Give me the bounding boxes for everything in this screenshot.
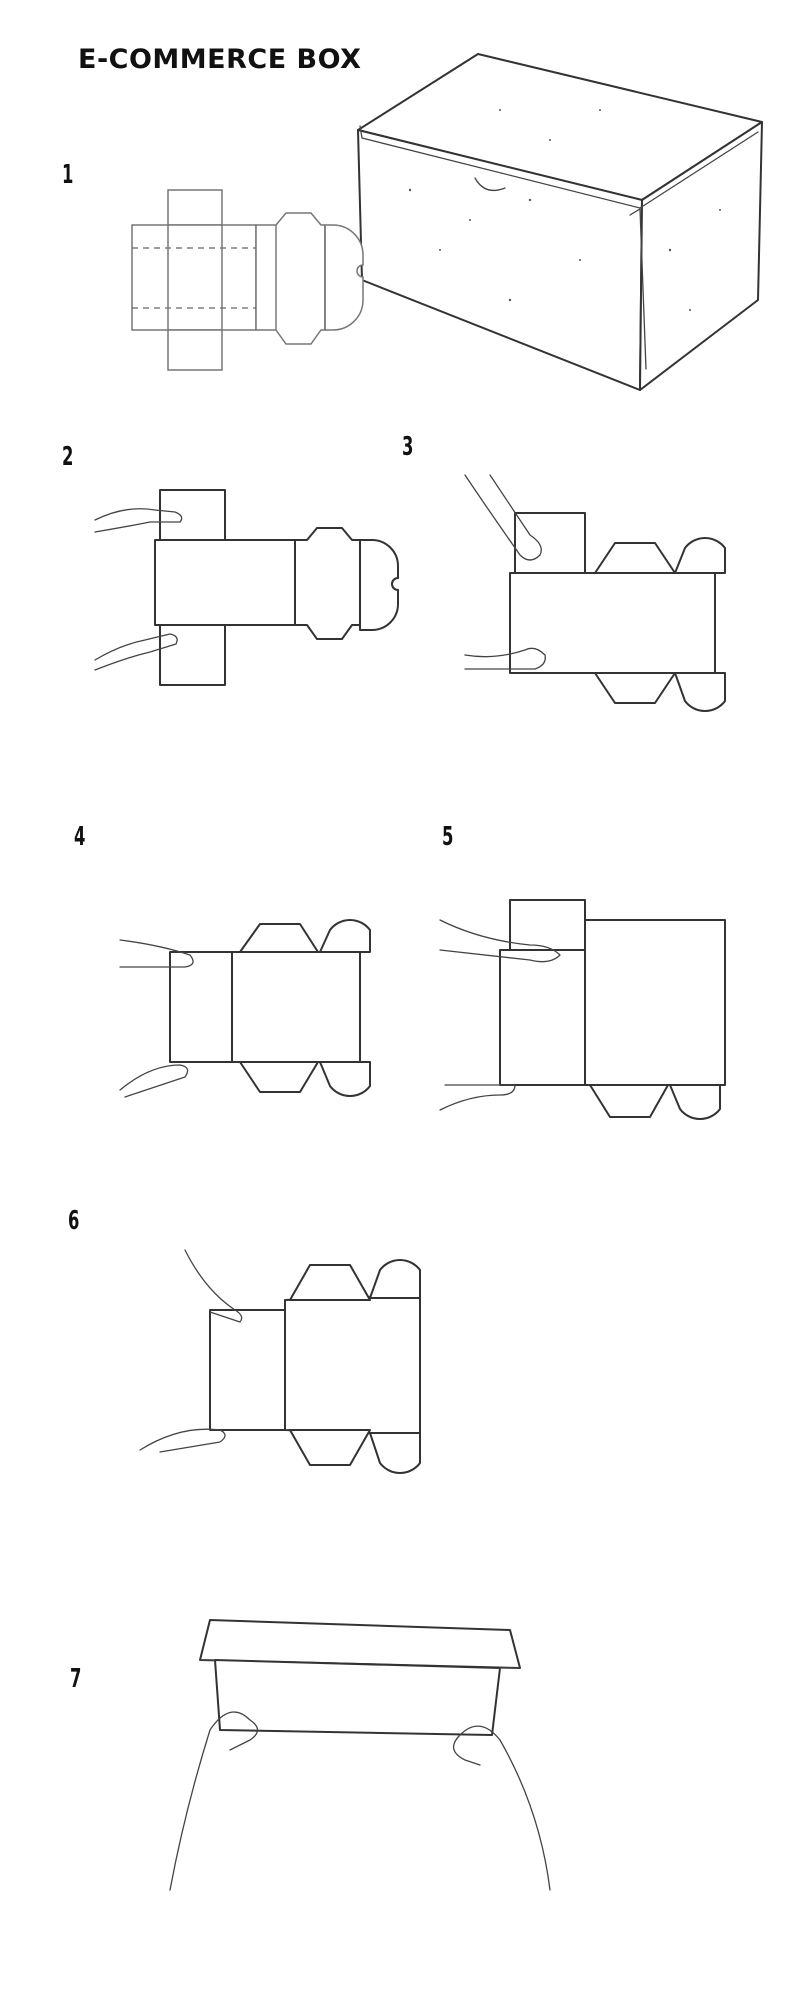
step-4-illustration [119, 919, 371, 1098]
step-4-number: 4 [74, 822, 86, 852]
step-2-number: 2 [62, 442, 74, 472]
step-5-illustration [439, 899, 726, 1120]
step-2-illustration [94, 489, 399, 686]
step-6-number: 6 [68, 1206, 80, 1236]
step-1-flat-blank-illustration [131, 189, 364, 371]
closed-box-illustration [357, 53, 763, 391]
step-1-number: 1 [62, 160, 74, 190]
step-3-illustration [464, 474, 726, 712]
step-7-assembled-box-illustration [169, 1619, 551, 1891]
step-3-number: 3 [402, 432, 414, 462]
step-7-number: 7 [70, 1664, 82, 1694]
step-6-illustration [139, 1249, 421, 1474]
step-5-number: 5 [442, 822, 454, 852]
page-title: E-COMMERCE BOX [78, 44, 362, 75]
